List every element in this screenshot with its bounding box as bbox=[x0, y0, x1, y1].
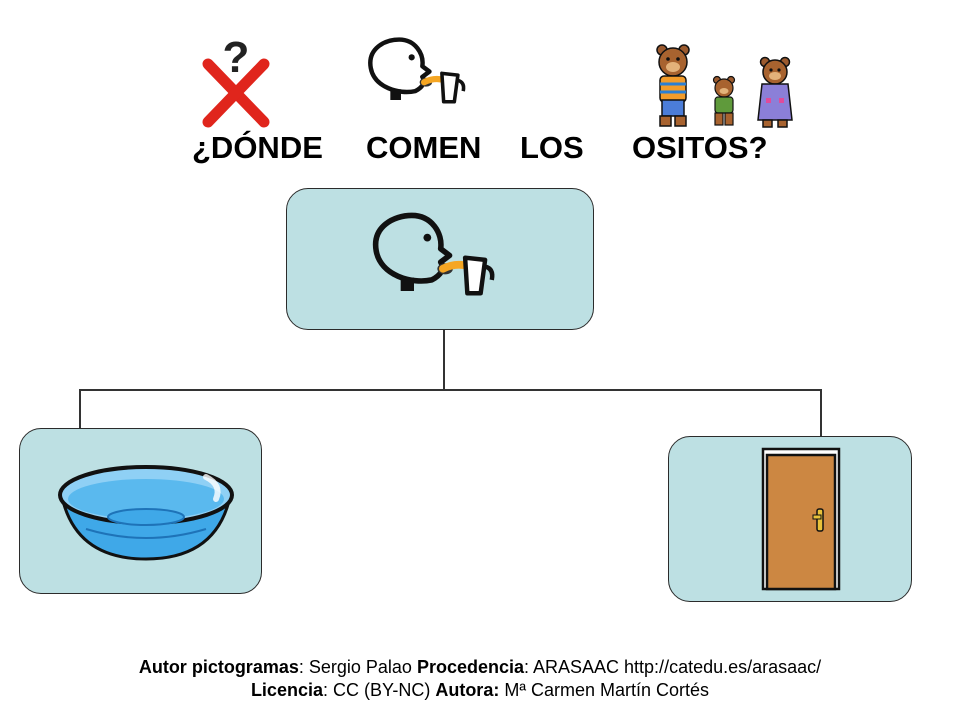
credit-label-license: Licencia bbox=[250, 680, 323, 700]
door-icon bbox=[761, 447, 841, 591]
bowl-node bbox=[19, 428, 262, 594]
eat-node bbox=[286, 188, 594, 330]
eating-face-icon bbox=[372, 212, 495, 296]
connector-vertical-right bbox=[820, 389, 822, 437]
svg-text:?: ? bbox=[223, 33, 250, 82]
eating-face-icon bbox=[368, 37, 466, 104]
connector-horizontal bbox=[79, 389, 822, 391]
door-node bbox=[668, 436, 912, 602]
credit-text-license: : CC (BY-NC) bbox=[322, 680, 436, 700]
title-word-comen: COMEN bbox=[366, 130, 482, 165]
title-word-donde: ¿DÓNDE bbox=[192, 130, 323, 165]
title-word-ositos: OSITOS? bbox=[632, 130, 768, 165]
credit-label-authoress: Autora: bbox=[435, 680, 500, 700]
credit-text-authoress: Mª Carmen Martín Cortés bbox=[499, 680, 710, 700]
credit-text-author: : Sergio Palao bbox=[298, 657, 417, 677]
connector-vertical-left bbox=[79, 389, 81, 429]
credit-label-author: Autor pictogramas bbox=[138, 657, 299, 677]
credits-line-2: Licencia: CC (BY-NC) Autora: Mª Carmen M… bbox=[0, 679, 960, 702]
credit-text-source: : ARASAAC http://catedu.es/arasaac/ bbox=[524, 657, 822, 677]
title-word-los: LOS bbox=[520, 130, 584, 165]
credit-label-source: Procedencia bbox=[416, 657, 524, 677]
three-bears-icon bbox=[656, 44, 793, 128]
bowl-icon bbox=[58, 465, 234, 561]
credits: Autor pictogramas: Sergio Palao Proceden… bbox=[0, 656, 960, 702]
question-mark-cross-icon: ? bbox=[202, 33, 270, 128]
credits-line-1: Autor pictogramas: Sergio Palao Proceden… bbox=[0, 656, 960, 679]
connector-vertical-top bbox=[443, 330, 445, 390]
